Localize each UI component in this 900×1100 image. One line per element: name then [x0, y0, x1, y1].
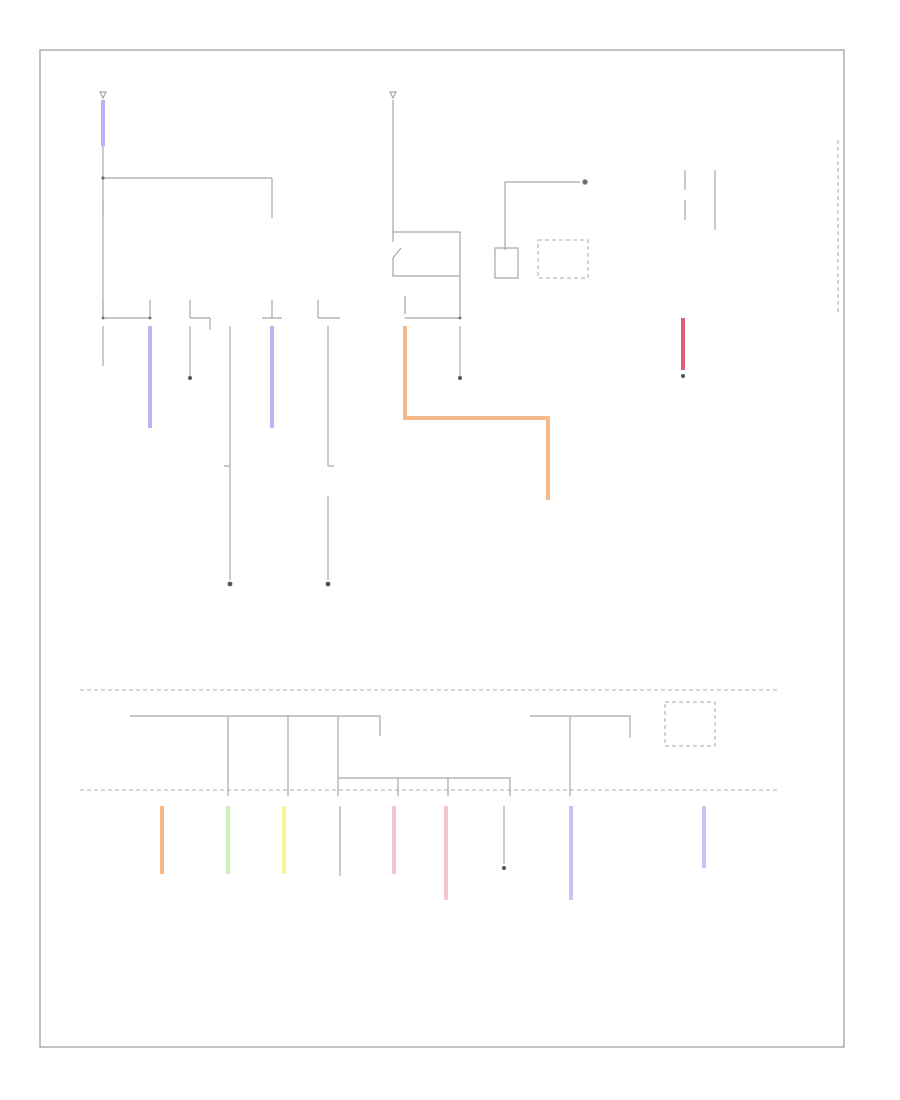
orange-wire: [403, 326, 550, 500]
top-left-power-source: [99, 91, 107, 100]
connector-row-left: [101, 300, 319, 330]
top-center-power-source: [389, 91, 397, 100]
bottom-bus: [130, 715, 511, 796]
diagram-frame: [39, 49, 845, 1048]
ground-4: [458, 376, 462, 380]
ground-6: [502, 866, 506, 870]
component-box: [537, 239, 589, 279]
ground-5: [681, 374, 685, 378]
ground-1: [188, 376, 192, 380]
relay: [392, 231, 461, 278]
ground-2: [227, 581, 233, 587]
ground-3: [325, 581, 331, 587]
